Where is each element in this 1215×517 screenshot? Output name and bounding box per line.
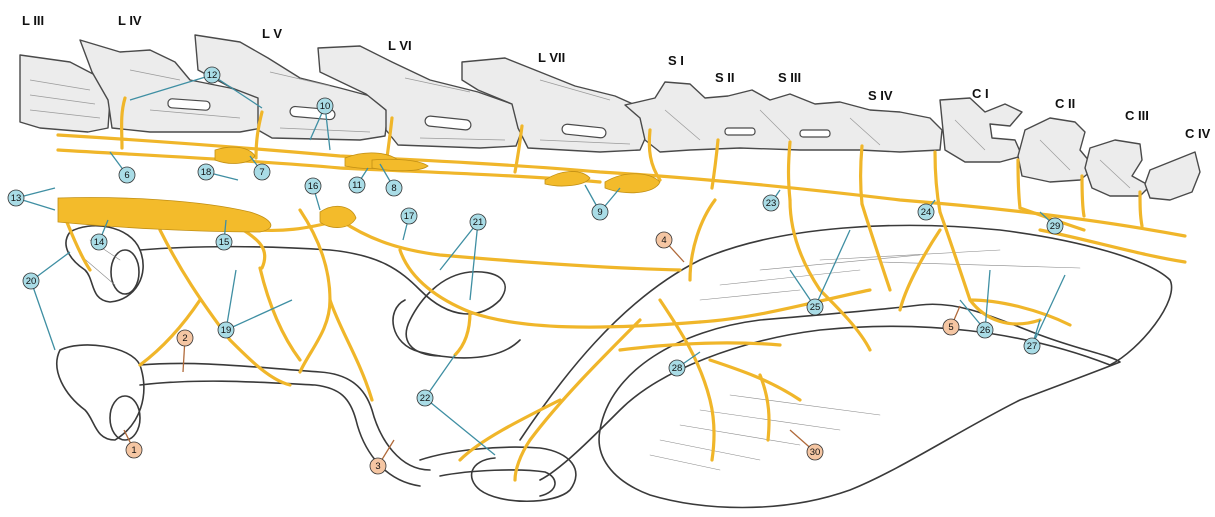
callout-number: 10 <box>320 101 331 112</box>
callout-number: 9 <box>597 207 602 218</box>
label-l7: L VII <box>538 50 565 65</box>
callout-number: 3 <box>375 461 380 472</box>
uterine-horn-lower <box>420 447 576 501</box>
callout-number: 25 <box>810 302 821 313</box>
callout-26: 26 <box>977 322 993 338</box>
label-c4: C IV <box>1185 126 1211 141</box>
callout-25: 25 <box>807 299 823 315</box>
vertebra-c2 <box>1018 118 1095 182</box>
callout-14: 14 <box>91 234 107 250</box>
callout-number: 19 <box>221 325 232 336</box>
callout-6: 6 <box>119 167 135 183</box>
callout-12: 12 <box>204 67 220 83</box>
callout-number: 4 <box>661 235 666 246</box>
label-c3: C III <box>1125 108 1149 123</box>
callout-number: 30 <box>810 447 821 458</box>
callout-28: 28 <box>669 360 685 376</box>
label-l3: L III <box>22 13 44 28</box>
callout-number: 14 <box>94 237 105 248</box>
label-s4: S IV <box>868 88 893 103</box>
ovary-lower <box>57 345 144 440</box>
ganglion-16 <box>320 206 356 227</box>
label-l6: L VI <box>388 38 412 53</box>
callout-number: 16 <box>308 181 319 192</box>
uterine-tube-lower <box>140 363 430 470</box>
callout-number: 28 <box>672 363 683 374</box>
callout-7: 7 <box>254 164 270 180</box>
vagina <box>520 225 1172 480</box>
callout-18: 18 <box>198 164 214 180</box>
ganglion-9a <box>545 171 590 186</box>
callout-21: 21 <box>470 214 486 230</box>
callout-15: 15 <box>216 234 232 250</box>
callout-9: 9 <box>592 204 608 220</box>
callout-number: 21 <box>473 217 484 228</box>
callout-number: 13 <box>11 193 22 204</box>
callout-5: 5 <box>943 319 959 335</box>
callout-22: 22 <box>417 390 433 406</box>
callout-number: 2 <box>182 333 187 344</box>
callout-number: 27 <box>1027 341 1038 352</box>
callout-8: 8 <box>386 180 402 196</box>
callout-30: 30 <box>807 444 823 460</box>
callout-leaders-peach <box>124 240 960 466</box>
callout-number: 15 <box>219 237 230 248</box>
callout-17: 17 <box>401 208 417 224</box>
callout-number: 5 <box>948 322 953 333</box>
label-s3: S III <box>778 70 801 85</box>
label-l5: L V <box>262 26 282 41</box>
callout-number: 23 <box>766 198 777 209</box>
vertebra-c4 <box>1145 152 1200 200</box>
ganglion-9b <box>605 174 660 193</box>
ganglion-caudal-mesenteric <box>58 198 271 232</box>
callout-number: 29 <box>1050 221 1061 232</box>
callout-13: 13 <box>8 190 24 206</box>
callout-24: 24 <box>918 204 934 220</box>
label-c2: C II <box>1055 96 1075 111</box>
callout-11: 11 <box>349 177 365 193</box>
vertebra-c3 <box>1085 140 1150 196</box>
callout-number: 12 <box>207 70 218 81</box>
callout-number: 22 <box>420 393 431 404</box>
callout-3: 3 <box>370 458 386 474</box>
callout-number: 11 <box>352 180 362 191</box>
callout-1: 1 <box>126 442 142 458</box>
callout-number: 18 <box>201 167 212 178</box>
callout-number: 7 <box>259 167 264 178</box>
callout-10: 10 <box>317 98 333 114</box>
callout-16: 16 <box>305 178 321 194</box>
callout-number: 20 <box>26 276 37 287</box>
callout-2: 2 <box>177 330 193 346</box>
vertebral-column <box>20 35 1200 200</box>
sacrum <box>625 82 942 152</box>
label-s2: S II <box>715 70 735 85</box>
vertebra-c1 <box>940 98 1022 162</box>
callout-27: 27 <box>1024 338 1040 354</box>
callout-29: 29 <box>1047 218 1063 234</box>
callout-number: 26 <box>980 325 991 336</box>
label-s1: S I <box>668 53 684 68</box>
label-c1: C I <box>972 86 989 101</box>
callout-19: 19 <box>218 322 234 338</box>
callout-23: 23 <box>763 195 779 211</box>
callout-number: 8 <box>391 183 396 194</box>
callout-4: 4 <box>656 232 672 248</box>
callout-number: 6 <box>124 170 129 181</box>
label-l4: L IV <box>118 13 142 28</box>
callout-20: 20 <box>23 273 39 289</box>
callout-number: 17 <box>404 211 415 222</box>
callout-number: 1 <box>131 445 136 456</box>
callout-number: 24 <box>921 207 932 218</box>
